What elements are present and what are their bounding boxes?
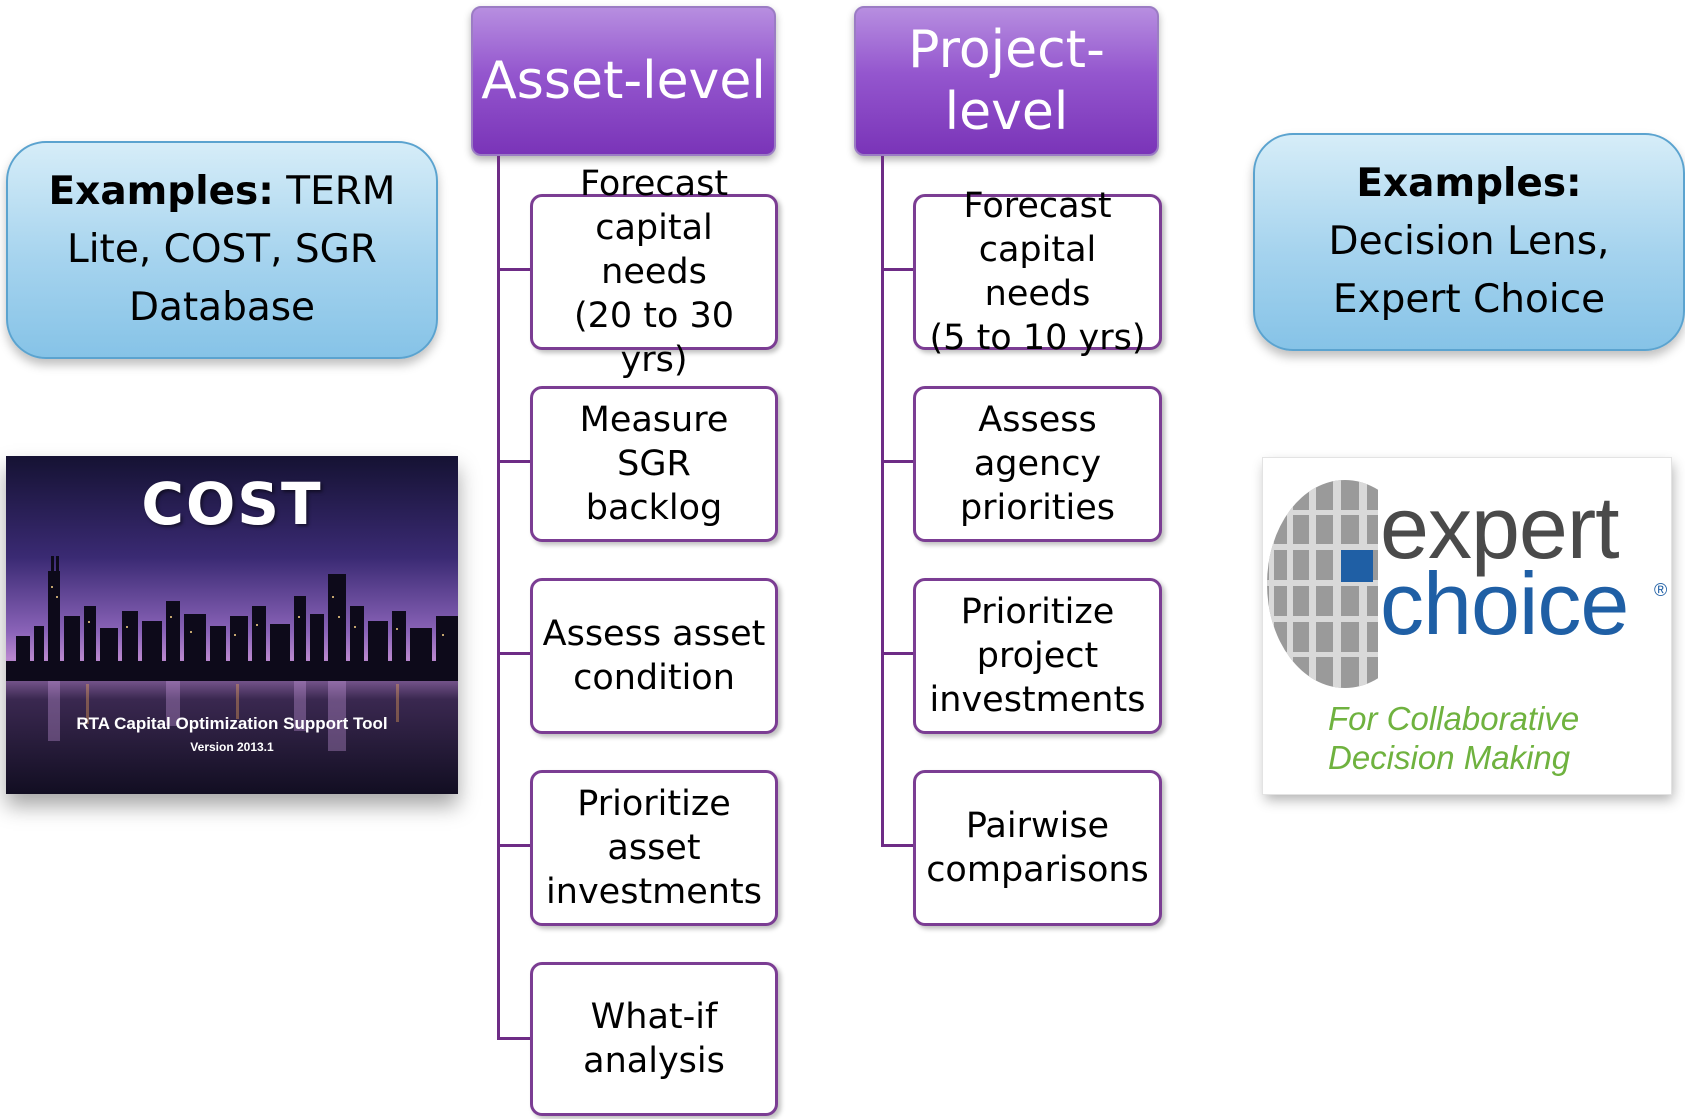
asset-task-4-line1: Prioritize <box>577 784 731 824</box>
asset-task-1-line1: Forecast <box>579 164 729 204</box>
right-examples-label: Examples: <box>1356 161 1582 206</box>
city-skyline-illustration <box>6 556 458 751</box>
project-task-1-line3: (5 to 10 yrs) <box>929 318 1146 358</box>
project-level-header: Project- level <box>854 6 1159 156</box>
right-examples-text2: Expert Choice <box>1332 277 1606 322</box>
project-task-3-line3: investments <box>929 680 1146 720</box>
cost-subtitle: RTA Capital Optimization Support Tool <box>76 714 388 733</box>
project-task-3-line2: project <box>976 636 1099 676</box>
cost-title: COST <box>141 470 323 538</box>
cost-version: Version 2013.1 <box>190 740 274 754</box>
project-task-forecast: Forecast capital needs (5 to 10 yrs) <box>913 186 1162 358</box>
project-task-1-line1: Forecast <box>963 186 1112 226</box>
asset-task-3-line2: condition <box>573 658 735 698</box>
asset-task-3-line1: Assess asset <box>542 614 766 654</box>
project-task-prioritize-investments: Prioritize project investments <box>913 578 1162 734</box>
asset-tree-branch-2 <box>497 460 531 463</box>
project-task-pairwise: Pairwise comparisons <box>913 770 1162 926</box>
asset-tree-trunk <box>497 156 500 1040</box>
asset-tree-branch-5 <box>497 1037 531 1040</box>
right-examples-callout: Examples: Decision Lens, Expert Choice <box>1253 133 1685 351</box>
globe-icon <box>1267 480 1378 688</box>
left-examples-callout: Examples: TERM Lite, COST, SGR Database <box>6 141 438 359</box>
left-examples-text2: Lite, COST, SGR <box>66 227 378 272</box>
logo-word-expert: expert <box>1380 478 1620 577</box>
asset-level-header-text: Asset-level <box>481 51 766 111</box>
left-examples-label: Examples: <box>48 169 274 214</box>
asset-task-measure-backlog: Measure SGR backlog <box>530 386 778 542</box>
asset-tree-branch-3 <box>497 652 531 655</box>
left-examples-text1: TERM <box>273 169 396 214</box>
left-examples-line1: Examples: TERM <box>49 163 396 221</box>
project-tree-branch-2 <box>881 460 915 463</box>
asset-task-forecast: Forecast capital needs (20 to 30 yrs) <box>530 164 778 380</box>
expert-choice-logo: expert choice ® For Collaborative Decisi… <box>1263 458 1671 794</box>
asset-task-1-line3: (20 to 30 yrs) <box>573 296 735 380</box>
asset-task-1-line2: capital needs <box>595 208 713 292</box>
registered-mark: ® <box>1654 580 1668 600</box>
project-task-4-line1: Pairwise <box>965 806 1110 846</box>
project-task-1-line2: capital needs <box>978 230 1097 314</box>
project-tree-branch-3 <box>881 652 915 655</box>
logo-word-choice: choice <box>1380 554 1629 653</box>
asset-task-5-line1: What-if <box>590 997 718 1037</box>
asset-task-2-line2: backlog <box>585 488 723 528</box>
asset-tree-branch-4 <box>497 844 531 847</box>
logo-tagline-line2: Decision Making <box>1328 739 1571 776</box>
asset-task-5-line2: analysis <box>583 1041 725 1081</box>
project-task-4-line2: comparisons <box>926 850 1149 890</box>
right-examples-text1: Decision Lens, <box>1328 219 1610 264</box>
asset-task-what-if: What-if analysis <box>530 962 778 1116</box>
project-level-header-line1: Project- <box>908 20 1105 80</box>
project-task-2-line1: Assess <box>978 400 1097 440</box>
project-tree-branch-4 <box>881 844 915 847</box>
cost-tool-splash-image: COST RTA Capital Optimization Support To… <box>6 456 458 794</box>
project-task-assess-priorities: Assess agency priorities <box>913 386 1162 542</box>
asset-task-4-line3: investments <box>546 872 762 912</box>
asset-task-4-line2: asset <box>607 828 701 868</box>
project-task-2-line3: priorities <box>959 488 1116 528</box>
asset-task-prioritize-investments: Prioritize asset investments <box>530 770 778 926</box>
project-tree-branch-1 <box>881 268 915 271</box>
asset-task-2-line1: Measure SGR <box>579 400 729 484</box>
project-tree-trunk <box>881 156 884 847</box>
project-task-2-line2: agency <box>973 444 1102 484</box>
asset-task-assess-condition: Assess asset condition <box>530 578 778 734</box>
logo-tagline-line1: For Collaborative <box>1328 700 1580 737</box>
project-level-header-line2: level <box>944 82 1069 142</box>
project-task-3-line1: Prioritize <box>960 592 1115 632</box>
left-examples-text3: Database <box>128 285 316 330</box>
asset-tree-branch-1 <box>497 268 531 271</box>
asset-level-header: Asset-level <box>471 6 776 156</box>
